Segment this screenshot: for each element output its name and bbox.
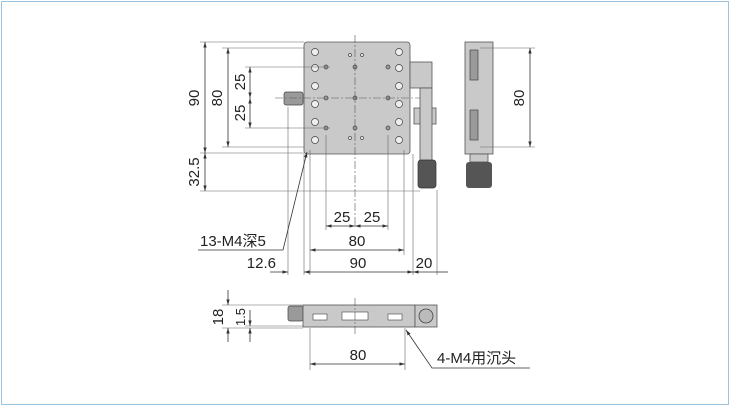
hole-icon (395, 82, 403, 90)
hole-icon (395, 48, 403, 56)
top-view: 90 80 25 25 32.5 25 25 80 90 12.6 20 13-… (186, 35, 448, 275)
hole-icon (311, 118, 319, 126)
hole-icon (348, 136, 352, 140)
micrometer-barrel (419, 87, 433, 164)
dim-32-5: 32.5 (186, 157, 203, 186)
dim-25-upper: 25 (232, 74, 249, 91)
front-view: 18 1.5 80 4-M4用沉头 (210, 290, 530, 370)
side-body (464, 41, 494, 155)
micrometer-knurl (417, 159, 437, 189)
side-knurl (466, 162, 492, 188)
hole-icon (311, 64, 319, 72)
hole-icon (385, 125, 391, 131)
hole-icon (311, 136, 319, 144)
side-dim-80: 80 (511, 90, 528, 107)
side-barrel (469, 153, 489, 163)
side-view: 80 (464, 41, 535, 188)
hole-icon (348, 53, 352, 57)
hole-icon (311, 100, 319, 108)
hole-icon (395, 136, 403, 144)
hole-icon (360, 136, 364, 140)
hole-icon (311, 48, 319, 56)
mounting-holes (311, 48, 403, 144)
callout-13-m4: 13-M4深5 (200, 233, 266, 250)
dim-80-height: 80 (209, 90, 226, 107)
dim-25-right: 25 (364, 209, 381, 226)
hole-icon (395, 64, 403, 72)
hole-icon (385, 64, 391, 70)
dim-90-width: 90 (350, 255, 367, 272)
hole-icon (311, 82, 319, 90)
front-dim-80: 80 (350, 347, 367, 364)
dim-20: 20 (416, 255, 433, 272)
hole-icon (360, 53, 364, 57)
micrometer-bracket (409, 61, 433, 89)
side-rail (469, 49, 479, 81)
micrometer-end-icon (418, 308, 434, 324)
dim-25-left: 25 (334, 209, 351, 226)
hole-icon (395, 118, 403, 126)
callout-4-m4: 4-M4用沉头 (437, 350, 516, 367)
front-dim-1-5: 1.5 (233, 308, 248, 326)
dim-25-lower: 25 (232, 105, 249, 122)
dim-12-6: 12.6 (247, 255, 276, 272)
dim-90-height: 90 (186, 90, 203, 107)
front-dim-18: 18 (210, 309, 227, 326)
side-rail-lower (469, 109, 479, 141)
hole-icon (395, 100, 403, 108)
dim-80-width: 80 (349, 233, 366, 250)
left-knob (283, 91, 304, 106)
front-knob (287, 305, 304, 322)
